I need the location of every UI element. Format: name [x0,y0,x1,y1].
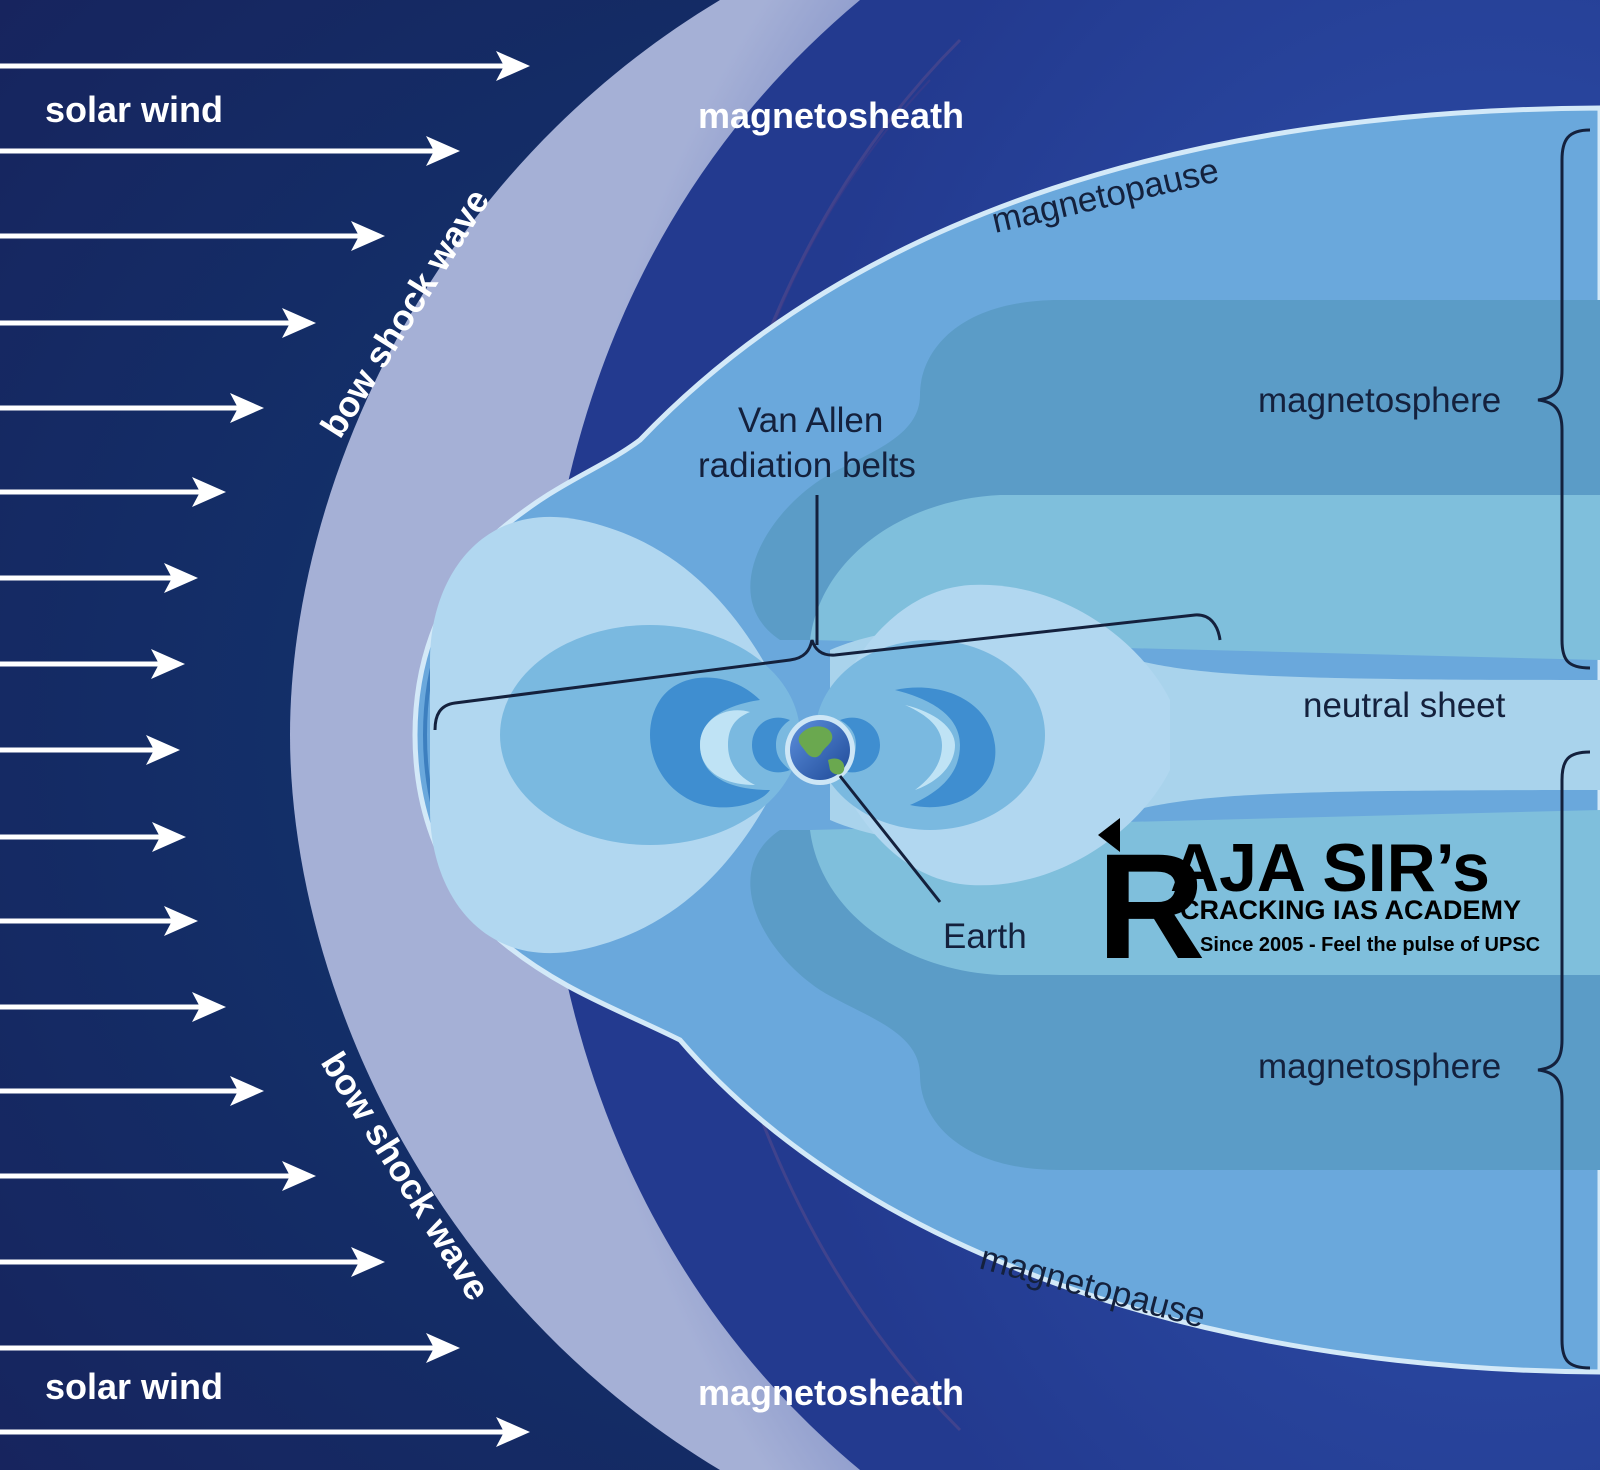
arrowhead-icon [351,221,385,251]
logo-tagline: Since 2005 - Feel the pulse of UPSC [1200,934,1540,956]
van-allen-bracket [433,613,1222,731]
arrowhead-icon [164,563,198,593]
arrowhead-icon [146,735,180,765]
arrowhead-icon [496,51,530,81]
neutral-sheet-label: neutral sheet [1303,686,1506,725]
outer-belt-left-inner [700,710,755,785]
inner-belt-left [752,717,790,773]
earth-label: Earth [943,917,1027,956]
van-allen-label-line1: Van Allen [738,401,883,440]
solar-wind-label-bottom: solar wind [45,1366,223,1407]
arrowhead-icon [282,1161,316,1191]
magnetosphere-label-bottom: magnetosphere [1258,1047,1501,1086]
arrowhead-icon [164,906,198,936]
magnetosphere-label-top: magnetosphere [1258,381,1501,420]
arrowhead-icon [192,477,226,507]
arrowhead-icon [230,393,264,423]
arrowhead-icon [282,308,316,338]
arrowhead-icon [426,136,460,166]
belt-envelope-right [815,640,1045,830]
earth-pointer [838,775,942,903]
arrowhead-icon [351,1247,385,1277]
academy-watermark-logo: R AJA SIR’s CRACKING IAS ACADEMY Since 2… [1097,818,1540,990]
magnetosheath-label-top: magnetosheath [698,95,964,136]
logo-arrow-icon [1098,818,1120,852]
solar-wind-label-top: solar wind [45,89,223,130]
arrowhead-icon [230,1076,264,1106]
outer-belt-right [895,687,996,808]
arrowhead-icon [192,992,226,1022]
magnetosheath-label-bottom: magnetosheath [698,1372,964,1413]
magnetosphere-brace-bottom [1537,750,1591,1370]
outer-belt-right-inner [905,705,955,790]
earth-icon [785,715,855,785]
logo-title: AJA SIR’s [1170,830,1490,906]
logo-letter: R [1097,822,1205,990]
arrowhead-icon [151,649,185,679]
arrowhead-icon [152,822,186,852]
magnetosphere-brace-top [1537,128,1591,670]
arrowhead-icon [426,1333,460,1363]
inner-belt-right [840,717,880,773]
solar-wind-arrows [0,51,530,1447]
van-allen-label-line2: radiation belts [698,446,916,485]
arrowhead-icon [496,1417,530,1447]
outer-belt-left [650,677,770,808]
logo-subtitle: CRACKING IAS ACADEMY [1180,895,1521,925]
